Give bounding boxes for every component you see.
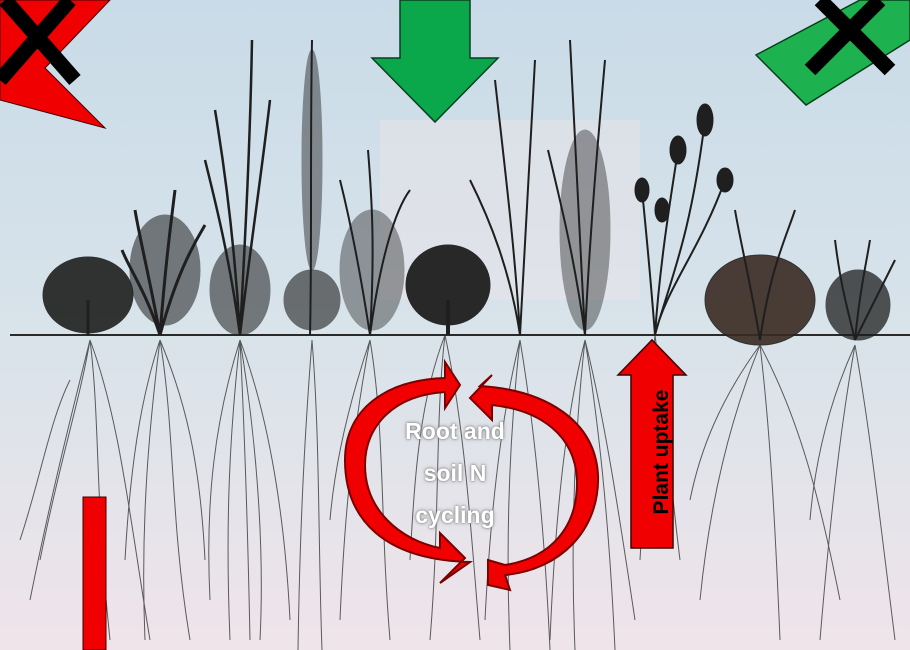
red-bar bbox=[83, 497, 106, 650]
cycle-label-line-3: cycling bbox=[370, 494, 540, 536]
cycle-label: Root and soil N cycling bbox=[370, 410, 540, 536]
plant-uptake-text: Plant uptake bbox=[650, 390, 674, 515]
cycle-label-line-2: soil N bbox=[370, 452, 540, 494]
cycle-label-line-1: Root and bbox=[370, 410, 540, 452]
